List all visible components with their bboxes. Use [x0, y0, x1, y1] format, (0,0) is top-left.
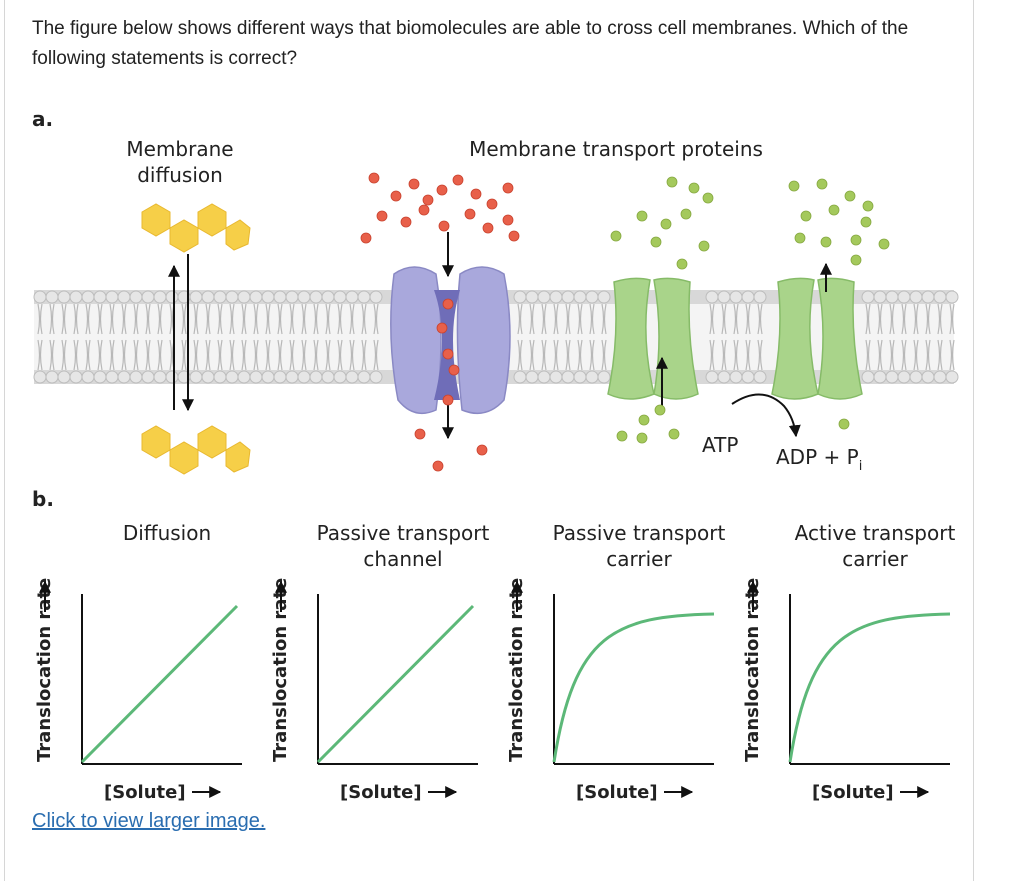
- question-text: The figure below shows different ways th…: [32, 18, 909, 69]
- graph-title-4: Active transport: [795, 521, 956, 545]
- graph-curve-1: [80, 604, 239, 764]
- graph-ylabel-3: Translocation rate: [506, 578, 527, 762]
- view-larger-image-link[interactable]: Click to view larger image.: [32, 810, 266, 832]
- adp-label: ADP + Pi: [776, 445, 862, 474]
- graph-subtitle-3: carrier: [606, 547, 672, 571]
- membrane-diffusion-label-2: diffusion: [137, 163, 223, 187]
- left-border: [4, 0, 5, 881]
- rate-graphs: Diffusion [Solute] Translocation rate Passi…: [34, 521, 955, 803]
- graph-ylabel-1: Translocation rate: [34, 578, 55, 762]
- right-border: [973, 0, 974, 881]
- figure-svg: a. b. Membrane diffusion Membrane transp…: [32, 107, 959, 803]
- channel-solute-molecules: [360, 172, 520, 472]
- graph-title-1: Diffusion: [123, 521, 211, 545]
- membrane-transport-figure[interactable]: a. b. Membrane diffusion Membrane transp…: [14, 104, 964, 804]
- active-carrier-protein: [771, 277, 863, 400]
- graph-subtitle-4: carrier: [842, 547, 908, 571]
- graph-ylabel-2: Translocation rate: [270, 578, 291, 762]
- graph-ylabel-4: Translocation rate: [742, 578, 763, 762]
- passive-carrier-protein: [607, 277, 699, 400]
- panel-a-label: a.: [32, 107, 53, 131]
- graph-xlabel-4: [Solute]: [812, 782, 894, 803]
- diffusing-molecule-top: [141, 203, 251, 253]
- atp-label: ATP: [702, 433, 738, 457]
- panel-b-label: b.: [32, 487, 54, 511]
- graph-curve-3: [552, 612, 715, 763]
- membrane-diffusion-label-1: Membrane: [126, 137, 233, 161]
- carrier-solute-molecules: [610, 176, 890, 444]
- graph-xlabel-1: [Solute]: [104, 782, 186, 803]
- diffusing-molecule-bottom: [141, 425, 251, 475]
- graph-xlabel-2: [Solute]: [340, 782, 422, 803]
- graph-title-3: Passive transport: [553, 521, 726, 545]
- channel-protein: [390, 266, 511, 415]
- graph-curve-2: [316, 604, 475, 764]
- graph-curve-4: [788, 612, 951, 763]
- transport-proteins-label: Membrane transport proteins: [469, 137, 763, 161]
- atp-hydrolysis-arrow: [731, 393, 801, 438]
- graph-subtitle-2: channel: [363, 547, 442, 571]
- graph-title-2: Passive transport: [317, 521, 490, 545]
- graph-xlabel-3: [Solute]: [576, 782, 658, 803]
